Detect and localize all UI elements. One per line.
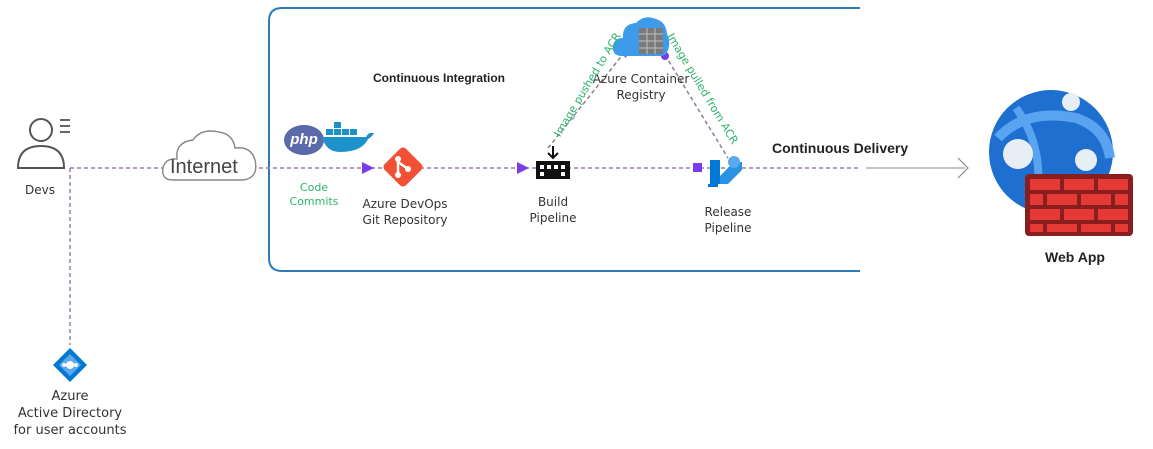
git-repo-line-2: Git Repository	[362, 213, 448, 227]
release-pipeline-icon	[708, 156, 742, 187]
acr-line-2: Registry	[616, 88, 666, 102]
ci-frame	[268, 7, 860, 272]
arrow-to-git	[362, 162, 374, 174]
ci-title: Continuous Integration	[373, 71, 505, 85]
build-pipeline-label: Build Pipeline	[520, 194, 586, 226]
internet-label: Internet	[170, 156, 238, 178]
code-commits-label: Code Commits	[288, 181, 340, 209]
code-commits-line-1: Code	[299, 181, 329, 194]
aad-line-3: for user accounts	[13, 423, 127, 438]
build-pipeline-icon	[536, 146, 570, 179]
arrow-to-build	[517, 162, 529, 174]
code-commits-line-2: Commits	[289, 195, 339, 208]
pull-line	[664, 54, 729, 159]
build-line-2: Pipeline	[529, 211, 577, 225]
docker-icon	[322, 122, 374, 152]
cd-title: Continuous Delivery	[772, 140, 909, 156]
aad-line-1: Azure	[51, 389, 89, 404]
release-line-1: Release	[704, 205, 752, 219]
acr-label: Azure Container Registry	[582, 71, 700, 103]
person-icon	[16, 118, 70, 169]
git-repo-label: Azure DevOps Git Repository	[355, 196, 455, 228]
aad-label: Azure Active Directory for user accounts	[0, 388, 140, 439]
acr-line-1: Azure Container	[592, 72, 690, 86]
cloud-icon	[162, 130, 257, 181]
arrow-right-icon	[957, 157, 969, 179]
web-app-label: Web App	[1045, 249, 1105, 265]
aad-line-2: Active Directory	[17, 406, 123, 421]
release-pipeline-label: Release Pipeline	[693, 204, 763, 236]
git-icon	[383, 147, 423, 187]
release-line-2: Pipeline	[704, 221, 752, 235]
container-registry-icon	[612, 17, 670, 56]
release-input-port	[693, 163, 702, 172]
build-line-1: Build	[537, 195, 569, 209]
git-repo-line-1: Azure DevOps	[362, 197, 448, 211]
php-logo: php	[284, 125, 324, 155]
firewall-icon	[1025, 174, 1133, 236]
devs-label: Devs	[25, 183, 55, 197]
push-line	[547, 52, 625, 149]
azure-ad-icon	[53, 348, 87, 382]
